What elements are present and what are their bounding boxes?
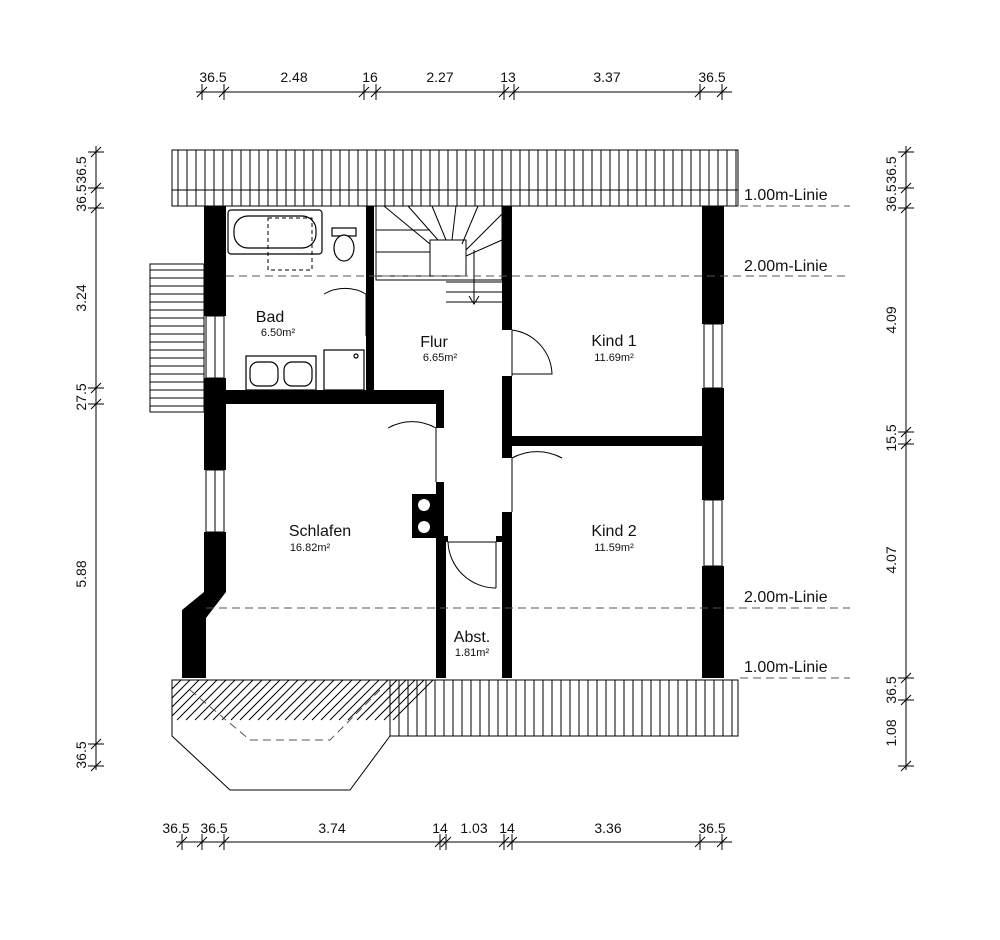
room-area-abst: 1.81m² <box>455 647 490 659</box>
room-area-schlafen: 16.82m² <box>290 542 331 554</box>
dim-right-7: 1.08 <box>883 719 899 746</box>
dim-bottom-5: 1.03 <box>460 820 487 836</box>
room-name-schlafen: Schlafen <box>289 523 351 540</box>
height-line-label-bottom-2m: 2.00m-Linie <box>744 589 828 606</box>
room-name-kind1: Kind 1 <box>591 333 636 350</box>
height-line-label-top-1m: 1.00m-Linie <box>744 187 828 204</box>
shower <box>323 349 365 391</box>
dim-right-5: 4.07 <box>883 546 899 573</box>
dim-bottom-1: 36.5 <box>162 820 189 836</box>
dim-bottom-4: 14 <box>432 820 448 836</box>
dim-bottom-3: 3.74 <box>318 820 345 836</box>
dim-right-6: 36.5 <box>883 676 899 703</box>
dim-top-5: 13 <box>500 69 516 85</box>
room-name-bad: Bad <box>256 309 284 326</box>
dim-left-5: 5.88 <box>73 560 89 587</box>
dim-top-3: 16 <box>362 69 378 85</box>
dim-bottom-6: 14 <box>499 820 515 836</box>
dim-left-3: 3.24 <box>73 284 89 311</box>
room-name-flur: Flur <box>420 334 448 351</box>
bottom-roof-overhang <box>171 679 739 791</box>
dimension-chain-left: 36.5 36.5 3.24 27.5 5.88 36.5 <box>73 146 104 772</box>
room-name-kind2: Kind 2 <box>591 523 636 540</box>
windows <box>205 315 723 567</box>
dimension-chain-top: 36.5 2.48 16 2.27 13 3.37 36.5 <box>196 69 732 100</box>
room-name-abst: Abst. <box>454 629 490 646</box>
room-area-kind1: 11.69m² <box>594 352 634 364</box>
walls <box>182 206 724 678</box>
height-line-label-bottom-1m: 1.00m-Linie <box>744 659 828 676</box>
dim-left-2: 36.5 <box>73 184 89 211</box>
room-area-bad: 6.50m² <box>261 327 296 339</box>
dimension-chain-right: 36.5 36.5 4.09 15.5 4.07 36.5 1.08 <box>883 146 914 772</box>
dim-bottom-2: 36.5 <box>200 820 227 836</box>
height-line-label-top-2m: 2.00m-Linie <box>744 258 828 275</box>
dim-top-2: 2.48 <box>280 69 307 85</box>
top-roof-overhang <box>171 149 739 207</box>
dimension-chain-bottom: 36.5 36.5 3.74 14 1.03 14 3.36 36.5 <box>162 820 732 850</box>
dim-top-7: 36.5 <box>698 69 725 85</box>
dim-bottom-8: 36.5 <box>698 820 725 836</box>
chimney <box>412 494 436 538</box>
toilet <box>331 227 357 262</box>
dim-bottom-7: 3.36 <box>594 820 621 836</box>
dim-top-4: 2.27 <box>426 69 453 85</box>
dim-right-4: 15.5 <box>883 424 899 451</box>
staircase <box>375 205 503 305</box>
dim-left-4: 27.5 <box>73 383 89 410</box>
height-lines: 1.00m-Linie 2.00m-Linie 2.00m-Linie 1.00… <box>206 187 850 679</box>
dim-right-1: 36.5 <box>883 156 899 183</box>
bathtub <box>227 209 323 255</box>
roof-window-bad <box>267 217 313 271</box>
doors <box>323 287 563 589</box>
dim-top-6: 3.37 <box>593 69 620 85</box>
dim-left-1: 36.5 <box>73 156 89 183</box>
dim-top-1: 36.5 <box>199 69 226 85</box>
dim-right-2: 36.5 <box>883 184 899 211</box>
dim-right-3: 4.09 <box>883 306 899 333</box>
dim-left-6: 36.5 <box>73 741 89 768</box>
room-area-kind2: 11.59m² <box>594 542 634 554</box>
double-sink <box>245 355 317 391</box>
room-labels: Bad 6.50m² Flur 6.65m² Kind 1 11.69m² Sc… <box>256 309 637 659</box>
dormer-roof-left <box>149 263 205 413</box>
room-area-flur: 6.65m² <box>423 352 458 364</box>
